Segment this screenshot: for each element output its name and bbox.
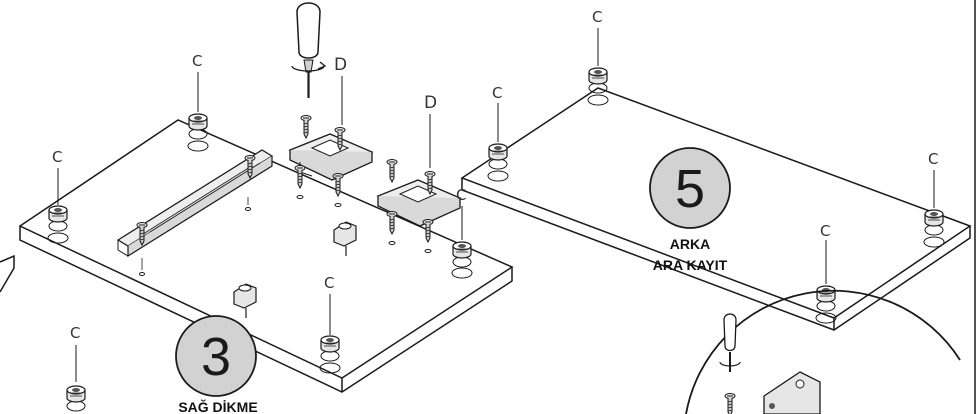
label-c: C <box>52 148 62 166</box>
cam-lock-left-2 <box>187 72 209 152</box>
panel-5-badge: 5 <box>649 147 731 229</box>
label-c: C <box>820 222 830 240</box>
label-c: C <box>456 186 466 204</box>
shelf-pin-2 <box>233 283 257 318</box>
label-c: C <box>592 8 602 26</box>
label-d: D <box>334 55 347 75</box>
panel-3-caption: SAĞ DİKME <box>178 398 257 414</box>
screwdriver-icon <box>291 2 327 98</box>
panel-5-caption-line2: ARA KAYIT <box>653 257 728 273</box>
label-c: C <box>70 324 80 342</box>
label-c: C <box>492 84 502 102</box>
label-d: D <box>424 93 437 113</box>
cam-lock-right-3 <box>923 170 945 248</box>
cam-lock-right-1 <box>587 28 609 106</box>
label-c: C <box>324 274 334 292</box>
cam-lock-left-4 <box>319 294 341 374</box>
drawer-rail <box>116 149 274 276</box>
panel-5-number: 5 <box>675 159 705 219</box>
hinge-screw <box>300 115 312 139</box>
panel-3-badge: 3 <box>175 315 257 397</box>
detail-zoom-circle <box>685 289 961 414</box>
label-c: C <box>192 52 202 70</box>
cam-lock-bottom-left <box>66 345 86 412</box>
cam-lock-right-2 <box>487 103 509 182</box>
cam-lock-right-4 <box>815 240 837 324</box>
hinge-plate-1 <box>288 76 374 181</box>
hinge-screw <box>386 159 398 183</box>
hinge-plate-2 <box>376 114 462 227</box>
label-c: C <box>928 150 938 168</box>
cam-lock-left-3 <box>451 206 473 279</box>
panel-3-number: 3 <box>201 327 231 387</box>
shelf-pin-1 <box>333 221 357 256</box>
adjacent-board-fragment <box>0 254 15 293</box>
cam-lock-left-1 <box>47 168 69 244</box>
panel-5-caption-line1: ARKA <box>670 236 710 252</box>
